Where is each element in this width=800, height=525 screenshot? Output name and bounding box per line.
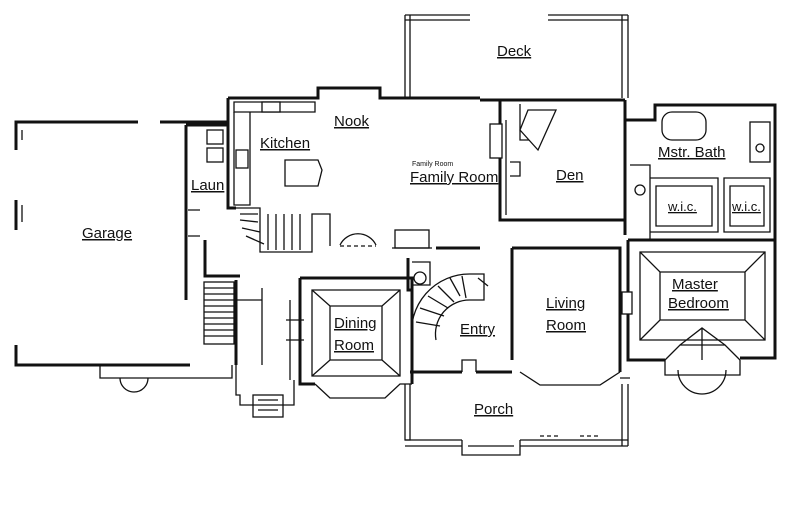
label-bedroom: Bedroom — [668, 295, 729, 312]
label-living: Living — [546, 295, 585, 312]
dining-room-area — [298, 276, 414, 399]
garage-area — [14, 120, 233, 393]
label-family-room: Family Room — [410, 169, 498, 186]
deck-area — [404, 14, 629, 98]
label-deck: Deck — [497, 43, 532, 60]
master-bath-area — [625, 103, 777, 240]
label-nook: Nook — [334, 113, 370, 130]
label-wic-left: w.i.c. — [667, 199, 697, 214]
label-family-room-small: Family Room — [412, 161, 453, 168]
label-dining-room: Room — [334, 337, 374, 354]
label-dining: Dining — [334, 315, 377, 332]
master-bedroom-area — [621, 238, 777, 395]
label-entry: Entry — [460, 321, 496, 338]
label-mstr-bath: Mstr. Bath — [658, 144, 726, 161]
label-porch: Porch — [474, 401, 513, 418]
label-wic-right: w.i.c. — [731, 199, 761, 214]
label-laun: Laun — [191, 177, 224, 194]
entry-area — [406, 258, 512, 374]
porch-area — [404, 384, 629, 456]
label-garage: Garage — [82, 225, 132, 242]
label-master: Master — [672, 276, 718, 293]
family-room-area — [339, 96, 625, 250]
label-den: Den — [556, 167, 584, 184]
den-area — [489, 100, 627, 235]
kitchen-area — [226, 86, 405, 253]
label-kitchen: Kitchen — [260, 135, 310, 152]
label-living-room: Room — [546, 317, 586, 334]
